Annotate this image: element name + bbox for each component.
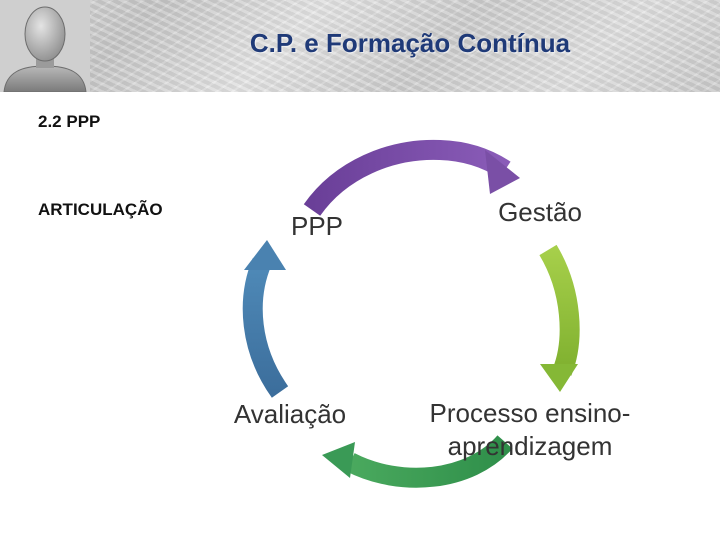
marble-texture	[0, 0, 720, 92]
person-silhouette-icon	[0, 0, 90, 93]
cycle-node-ppp: PPP	[290, 211, 344, 241]
articulation-label: ARTICULAÇÃO	[38, 200, 163, 219]
header-banner: C.P. e Formação Contínua	[0, 0, 720, 93]
processo-line-1: Processo ensino-	[429, 398, 631, 428]
arrow-ppp-to-gestao	[303, 139, 520, 216]
arrow-processo-to-avaliacao	[322, 435, 513, 488]
section-label: 2.2 PPP	[38, 112, 101, 131]
cycle-node-avaliacao: Avaliação	[233, 399, 347, 429]
cycle-node-gestao: Gestão	[498, 197, 582, 227]
page-title: C.P. e Formação Contínua	[249, 28, 571, 58]
arrow-avaliacao-to-ppp	[242, 240, 289, 398]
processo-line-2: aprendizagem	[447, 430, 613, 461]
cycle-node-processo: Processo ensino- aprendizagem	[400, 397, 660, 462]
arrow-gestao-to-processo	[539, 244, 580, 392]
